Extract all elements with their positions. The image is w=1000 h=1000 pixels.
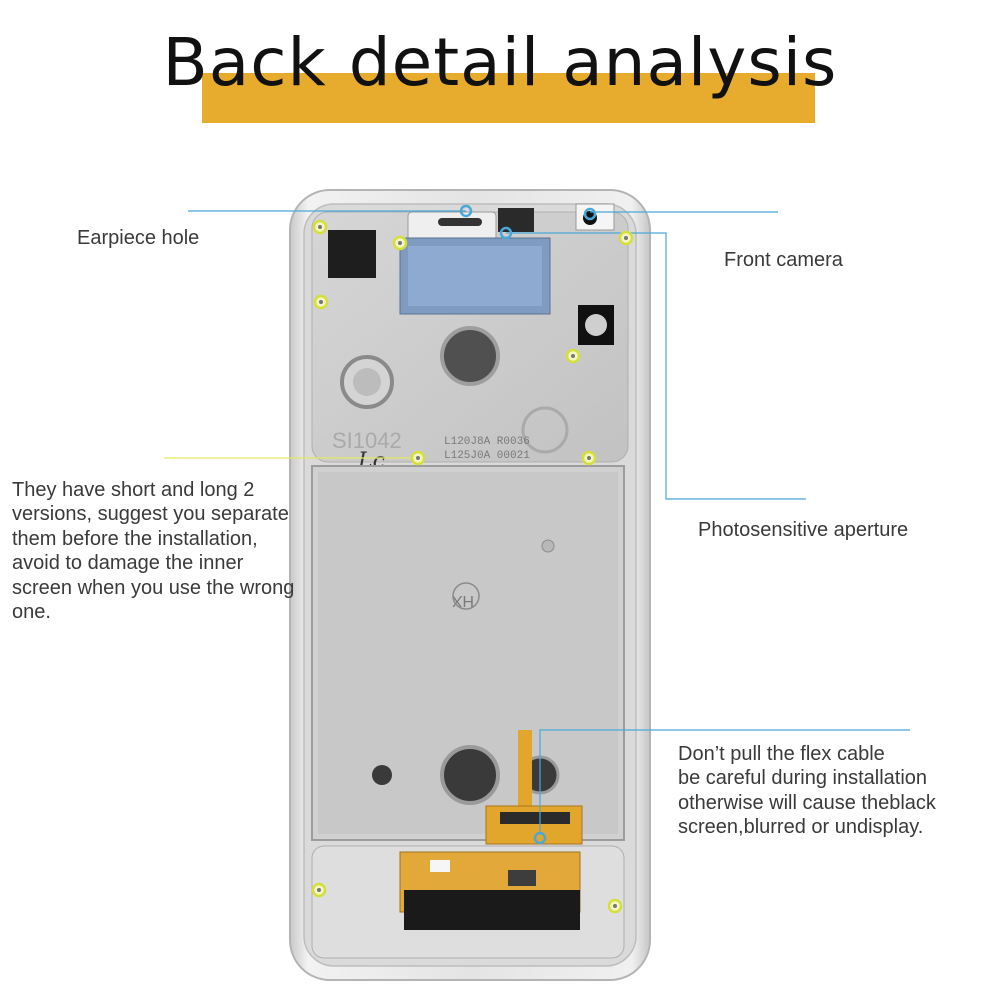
flex-cable-warning-line-2: be careful during installation [678, 767, 928, 790]
front-camera-label: Front camera [724, 249, 843, 271]
earpiece-callout-marker [459, 204, 473, 218]
callout-lines [188, 210, 910, 834]
photosensitive-aperture-label: Photosensitive aperture [698, 519, 909, 541]
flex-cable-warning-line-3: otherwise will cause theblack [678, 791, 936, 814]
earpiece-grille [438, 218, 482, 226]
front-camera-callout-marker [583, 207, 597, 221]
usb-hole [440, 745, 500, 805]
screw-versions-note: They have short and long 2 versions, sug… [12, 479, 295, 623]
page-title: Back detail analysis [162, 24, 838, 101]
part-code-a: L120J8A R0036 [444, 436, 530, 448]
flex-cable-callout-marker [533, 831, 547, 845]
part-code-b: L125J0A 00021 [444, 450, 530, 462]
title-accent-bar [202, 73, 815, 123]
photosensitive-callout-marker [499, 226, 513, 240]
flex-cable-strip [518, 730, 532, 810]
camera-module-cutout [328, 230, 376, 278]
hx-logo: HX [451, 592, 474, 609]
photosensitive-ring [521, 406, 569, 454]
speaker-hole-small [372, 765, 392, 785]
earpiece-hole-label: Earpiece hole [77, 227, 200, 249]
fingerprint-hole [440, 326, 500, 386]
flex-cable-warning-line-1: Don’t pull the flex cable [678, 743, 885, 765]
flex-cable-warning-line-4: screen,blurred or undisplay. [678, 816, 924, 839]
frame-code-text: SI1042 [332, 428, 402, 453]
flex-cable-warning: Don’t pull the flex cable be careful dur… [678, 742, 998, 840]
